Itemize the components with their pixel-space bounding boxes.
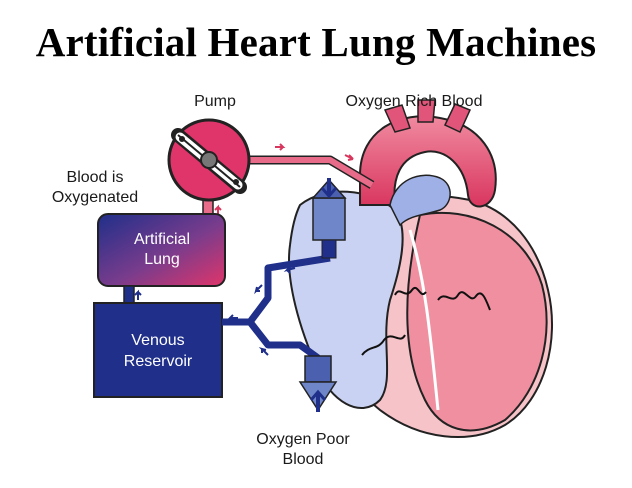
label-oxygen-poor-blood-line1: Oxygen Poor [256, 431, 350, 448]
heart-septum [408, 229, 440, 411]
page-title: Artificial Heart Lung Machines [35, 19, 597, 65]
heart [288, 99, 554, 438]
label-artificial-lung-line1: Artificial [134, 231, 190, 248]
pump-roller-2 [233, 179, 239, 185]
superior-vena-cava-cannula [311, 178, 347, 259]
label-blood-is-oxygenated-line1: Blood is [67, 169, 124, 186]
pump-roller-1 [179, 136, 185, 142]
flow-arrow-blue-up [134, 289, 142, 300]
aorta [359, 115, 497, 208]
valve-strings-1 [394, 287, 427, 296]
flow-arrow-blue-1 [283, 266, 296, 274]
flow-arrow-blue-4 [258, 347, 269, 356]
label-artificial-lung-line2: Lung [144, 251, 180, 268]
label-oxygen-rich-blood: Oxygen Rich Blood [346, 93, 483, 110]
label-oxygen-poor-blood-line2: Blood [283, 451, 324, 468]
venous-reservoir-box [93, 302, 223, 398]
flow-arrow-red-3 [214, 204, 222, 215]
aorta-branch-2 [417, 99, 436, 123]
flow-arrow-blue-3 [227, 314, 238, 322]
valve-strings-2 [437, 291, 491, 311]
oxygen-rich-tube-fill [244, 157, 374, 188]
flow-arrow-blue-2 [254, 284, 263, 295]
flow-arrow-red-2 [344, 154, 354, 161]
aorta-branch-1 [383, 104, 411, 133]
aorta-branch-3 [443, 103, 472, 133]
label-venous-reservoir-line2: Reservoir [124, 353, 193, 370]
artificial-lung-box [97, 213, 226, 287]
pulmonary-artery [389, 174, 451, 227]
pump [167, 118, 251, 202]
valve-strings-3 [361, 334, 406, 356]
inferior-vena-cava-cannula [298, 355, 338, 412]
label-pump: Pump [194, 93, 236, 110]
pump-hub [200, 151, 218, 169]
left-ventricle [406, 211, 548, 432]
label-venous-reservoir-line1: Venous [131, 332, 184, 349]
reservoir-lung-connector [123, 285, 135, 305]
flow-arrow-red-1 [275, 143, 286, 151]
oxygen-poor-tube-lower [222, 318, 321, 361]
label-blood-is-oxygenated-line2: Oxygenated [52, 189, 138, 206]
